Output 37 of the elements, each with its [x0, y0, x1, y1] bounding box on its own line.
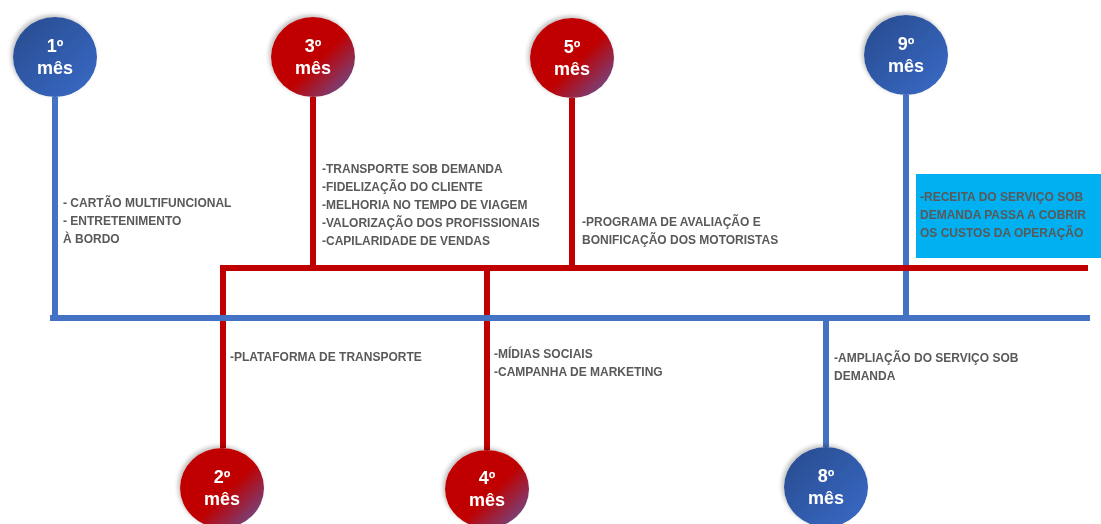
milestone-item: -FIDELIZAÇÃO DO CLIENTE: [322, 178, 484, 196]
milestone-item: - CARTÃO MULTIFUNCIONAL: [63, 194, 232, 212]
month-label: 9º mês: [887, 33, 925, 77]
month-label: 4º mês: [468, 467, 506, 511]
milestone-item: -MÍDIAS SOCIAIS: [494, 345, 594, 363]
month-label: 5º mês: [553, 36, 591, 80]
month-label: 2º mês: [203, 466, 241, 510]
connector-line: [310, 97, 316, 265]
milestone-item: -AMPLIAÇÃO DO SERVIÇO SOB DEMANDA: [834, 349, 1020, 385]
connector-line: [220, 271, 226, 448]
month-circle: [445, 450, 529, 524]
month-circle: [271, 17, 355, 97]
milestone-item: -CAPILARIDADE DE VENDAS: [322, 233, 491, 250]
milestone-item: -TRANSPORTE SOB DEMANDA: [322, 161, 504, 178]
connector-line: [569, 98, 575, 265]
month-circle: [13, 17, 97, 97]
milestone-item: -VALORIZAÇÃO DOS PROFISSIONAIS: [322, 214, 540, 232]
connector-line: [903, 95, 909, 315]
connector-line: [823, 321, 829, 447]
highlight-box: [916, 174, 1101, 258]
month-circle: [864, 15, 948, 95]
highlight-text: -RECEITA DO SERVIÇO SOB DEMANDA PASSA A COBRIR OS CUSTOS DA OPERAÇÃO: [920, 189, 1087, 242]
month-label: 1º mês: [36, 35, 74, 79]
timeline-bar: [220, 265, 1088, 271]
month-circle: [784, 447, 868, 524]
milestone-item: - ENTRETENIMENTO À BORDO: [63, 213, 183, 248]
month-circle: [530, 18, 614, 98]
milestone-item: -MELHORIA NO TEMPO DE VIAGEM: [322, 197, 529, 214]
milestone-item: -CAMPANHA DE MARKETING: [494, 364, 663, 381]
milestone-item: -PLATAFORMA DE TRANSPORTE: [230, 349, 422, 366]
connector-line: [484, 271, 490, 450]
timeline-bar: [50, 315, 1090, 321]
connector-line: [52, 97, 58, 315]
month-label: 8º mês: [807, 465, 845, 509]
milestone-item: -PROGRAMA DE AVALIAÇÃO E BONIFICAÇÃO DOS MOTORISTAS: [582, 213, 780, 249]
month-circle: [180, 448, 264, 524]
month-label: 3º mês: [294, 35, 332, 79]
